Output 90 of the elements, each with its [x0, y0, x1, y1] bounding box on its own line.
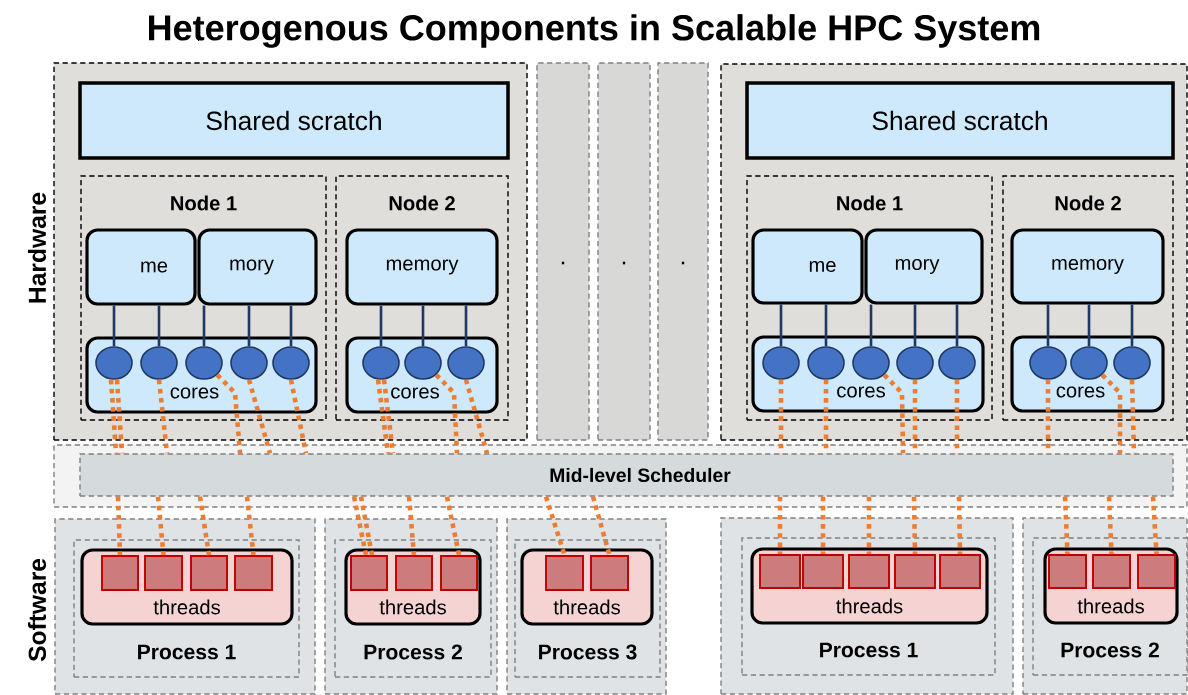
mapping-line	[197, 496, 212, 556]
thread-square	[802, 554, 844, 589]
mapping-line	[351, 496, 369, 556]
core-circle	[807, 346, 845, 380]
connector-line	[464, 305, 468, 347]
thread-square	[894, 554, 936, 589]
mapping-line	[358, 496, 375, 556]
memory-box: me	[85, 228, 197, 306]
core-circle	[762, 346, 800, 380]
mapping-line	[1106, 496, 1114, 555]
thread-square	[190, 555, 228, 591]
ellipsis-column: .	[536, 62, 590, 441]
core-circle	[95, 346, 133, 380]
mapping-line	[1150, 496, 1159, 555]
thread-square	[590, 555, 629, 591]
thread-square	[101, 555, 139, 591]
storage-box: Shared scratch	[745, 81, 1175, 160]
connector-line	[379, 305, 383, 347]
mapping-line	[155, 496, 166, 556]
side-label: Software	[27, 558, 47, 662]
storage-box: Shared scratch	[78, 81, 510, 160]
mapping-line	[911, 496, 918, 555]
thread-square	[1137, 554, 1176, 589]
connector-line	[202, 305, 206, 347]
connector-line	[247, 305, 251, 347]
core-circle	[938, 346, 976, 380]
thread-square	[395, 555, 433, 591]
mapping-line	[1100, 373, 1123, 454]
core-circle	[185, 346, 223, 380]
thread-square	[759, 554, 801, 589]
thread-square	[1092, 554, 1131, 589]
mapping-line	[215, 373, 243, 454]
core-circle	[1113, 346, 1151, 380]
mapping-line	[115, 496, 123, 556]
connector-line	[955, 304, 959, 347]
connector-line	[289, 305, 293, 347]
side-label: Hardware	[27, 192, 47, 303]
thread-square	[939, 554, 981, 589]
thread-square	[234, 555, 273, 591]
thread-square	[1048, 554, 1087, 589]
connector-line	[1087, 304, 1091, 347]
core-circle	[140, 346, 178, 380]
mapping-line	[820, 496, 826, 555]
mapping-line	[1062, 496, 1070, 555]
memory-box: me	[751, 228, 864, 305]
mapping-line	[956, 496, 963, 555]
title: Heterogenous Components in Scalable HPC System	[149, 14, 1040, 48]
core-circle	[447, 346, 485, 380]
core-circle	[230, 346, 268, 380]
core-circle	[852, 346, 890, 380]
mapping-line	[288, 379, 309, 454]
ellipsis-column: .	[597, 62, 651, 441]
core-circle	[896, 346, 934, 380]
ellipsis-column: .	[657, 62, 709, 441]
mapping-line	[244, 496, 256, 556]
connector-line	[1046, 304, 1050, 347]
core-circle	[1070, 346, 1108, 380]
thread-square	[848, 554, 890, 589]
core-circle	[404, 346, 442, 380]
connector-line	[112, 305, 116, 347]
mapping-line	[375, 379, 391, 454]
mapping-line	[463, 379, 490, 454]
connector-line	[913, 304, 917, 347]
mapping-line	[444, 496, 462, 556]
connector-line	[421, 305, 425, 347]
mapping-line	[156, 379, 170, 454]
memory-box: mory	[197, 228, 318, 306]
mapping-line	[543, 496, 567, 556]
connector-line	[779, 304, 783, 347]
scheduler-box: Mid-level Scheduler	[79, 453, 1174, 497]
thread-square	[144, 555, 183, 591]
mapping-line	[882, 373, 906, 454]
connector-line	[824, 304, 828, 347]
mapping-line	[434, 373, 460, 454]
connector-line	[869, 304, 873, 347]
core-circle	[362, 346, 400, 380]
thread-square	[545, 555, 584, 591]
mapping-line	[381, 379, 396, 454]
memory-box: memory	[345, 228, 499, 306]
thread-square	[350, 555, 388, 591]
mapping-line	[777, 496, 783, 555]
connector-line	[157, 305, 161, 347]
mapping-line	[866, 496, 872, 555]
thread-square	[440, 555, 478, 591]
connector-line	[1130, 304, 1134, 347]
memory-box: mory	[864, 228, 984, 305]
mapping-line	[590, 496, 612, 556]
core-circle	[272, 346, 310, 380]
core-circle	[1029, 346, 1067, 380]
memory-box: memory	[1010, 228, 1165, 305]
